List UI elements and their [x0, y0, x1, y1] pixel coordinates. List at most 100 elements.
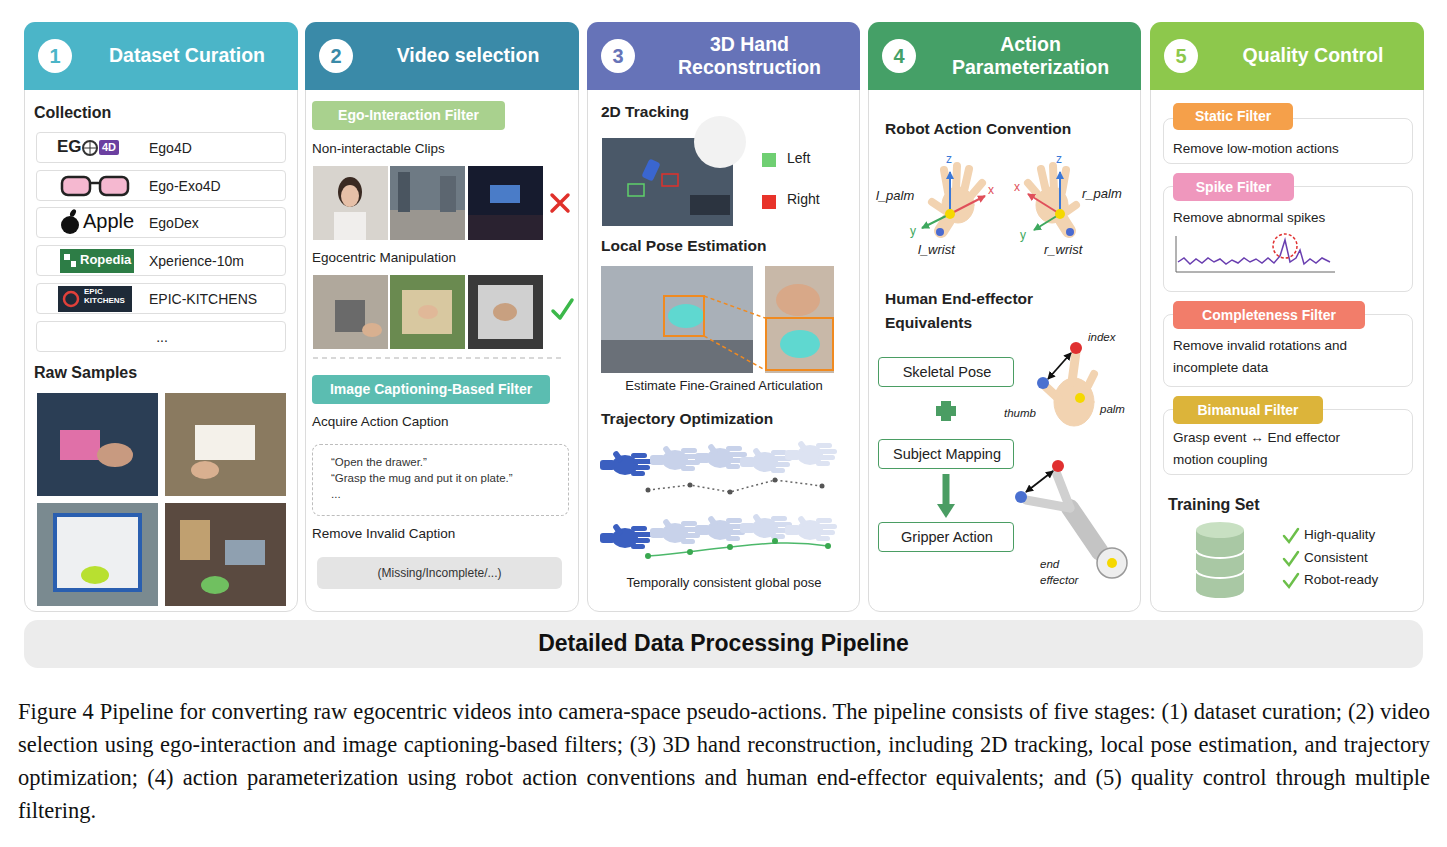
frame-label: l_palm [876, 188, 914, 204]
filter-name: Ego-Interaction Filter [312, 101, 505, 130]
axis-label: z [946, 152, 952, 166]
filter-card: Static FilterRemove low-motion actions [1163, 118, 1413, 164]
invalid-caption-box: (Missing/Incomplete/...) [317, 557, 562, 589]
frame-label: r_palm [1082, 186, 1122, 202]
arrow-shaft [943, 474, 950, 506]
filter-description: Remove invalid rotations and incomplete … [1173, 335, 1408, 379]
axis-label: y [910, 224, 916, 238]
process-box: Gripper Action [878, 522, 1014, 552]
pipeline-banner: Detailed Data Processing Pipeline [24, 620, 1423, 668]
process-label: Skeletal Pose [879, 358, 1015, 388]
section-heading: Human End-effector Equivalents [885, 287, 1060, 335]
filter-name: Static Filter [1173, 103, 1293, 130]
process-box: Skeletal Pose [878, 357, 1014, 387]
stage-header: Quality Control5 [1150, 22, 1424, 90]
filter-card: Completeness FilterRemove invalid rotati… [1163, 314, 1413, 387]
invalid-caption-text: (Missing/Incomplete/...) [317, 557, 562, 589]
axis-label: z [1056, 152, 1062, 166]
legend-swatch [762, 153, 776, 167]
filter-name: Bimanual Filter [1173, 396, 1323, 424]
flow-arrow [937, 474, 955, 518]
caption-example: “Open the drawer.” [331, 456, 563, 470]
keypoint-label: index [1088, 329, 1116, 345]
stage-header: 3D Hand Reconstruction3 [587, 22, 860, 90]
dataset-name: Xperience-10m [149, 246, 283, 277]
step-number-text: 5 [1164, 39, 1198, 73]
section-heading: Trajectory Optimization [601, 410, 841, 429]
filter-card: Spike FilterRemove abnormal spikes [1163, 186, 1413, 292]
step-number: 5 [1164, 39, 1198, 73]
filter-description: Grasp event ↔ End effector motion coupli… [1173, 427, 1373, 471]
caption-example: “Grasp the mug and put it on plate.” [331, 472, 563, 486]
logo-text: Ropedia [80, 252, 131, 268]
section-heading: Raw Samples [34, 363, 254, 382]
dataset-name: Ego-Exo4D [149, 171, 283, 202]
legend-swatch [762, 195, 776, 209]
section-heading: Collection [34, 103, 254, 122]
filter-tag: Image Captioning-Based Filter [312, 375, 550, 404]
dataset-row: EPIC-KITCHENS [36, 283, 286, 314]
keypoint-label: thumb [1004, 405, 1036, 421]
logo-text: Apple [83, 209, 134, 233]
legend-text: Right [787, 191, 820, 208]
dataset-row: Xperience-10m [36, 245, 286, 276]
caption-example: ... [331, 488, 563, 502]
frame-label: r_wrist [1044, 242, 1082, 258]
subsection-text: Remove Invalid Caption [312, 526, 572, 542]
filter-name: Image Captioning-Based Filter [312, 375, 550, 404]
keypoint-label: end effector [1040, 556, 1086, 588]
image-caption: Temporally consistent global pose [596, 575, 852, 591]
subsection-text: Acquire Action Caption [312, 414, 572, 430]
stage-panel: Robot Action ConventionHuman End-effecto… [868, 22, 1141, 612]
stage-header: Dataset Curation1 [24, 22, 298, 90]
stage-header: Video selection2 [305, 22, 579, 90]
dataset-name: Ego4D [149, 133, 283, 164]
stage-title: Action Parameterization [920, 22, 1141, 90]
dataset-name: EPIC-KITCHENS [149, 284, 283, 315]
stage-panel: Training Set Quality Control5Static Filte… [1150, 22, 1424, 612]
process-box: Subject Mapping [878, 439, 1014, 469]
image-caption: Estimate Fine-Grained Articulation [596, 378, 852, 394]
banner-text: Detailed Data Processing Pipeline [24, 620, 1423, 668]
stage-panel: CollectionRaw Samples Dataset Curation1Eg… [24, 22, 298, 612]
dataset-row: Ego-Exo4D [36, 170, 286, 201]
step-number-text: 1 [38, 39, 72, 73]
stage-title: 3D Hand Reconstruction [639, 22, 860, 90]
stage-panel: Non-interactable ClipsEgocentric Manipul… [305, 22, 579, 612]
step-number-text: 2 [319, 39, 353, 73]
legend-text: Left [787, 150, 810, 167]
step-number-text: 3 [601, 39, 635, 73]
dataset-row: EgoDex [36, 207, 286, 238]
keypoint-label: palm [1100, 401, 1125, 417]
section-heading: Robot Action Convention [885, 120, 1125, 139]
stage-title: Quality Control [1202, 22, 1424, 90]
dataset-row: ... [36, 321, 286, 352]
axis-label: x [1014, 180, 1020, 194]
step-number-text: 4 [882, 39, 916, 73]
stage-header: Action Parameterization4 [868, 22, 1141, 90]
filter-description: Remove abnormal spikes [1173, 207, 1408, 229]
step-number: 4 [882, 39, 916, 73]
section-heading: Local Pose Estimation [601, 237, 841, 256]
process-label: Subject Mapping [879, 440, 1015, 470]
stage-title: Video selection [357, 22, 579, 90]
step-number: 2 [319, 39, 353, 73]
dataset-name: ... [37, 322, 287, 353]
check-item: High-quality [1304, 527, 1375, 543]
frame-label: l_wrist [918, 242, 955, 258]
dataset-name: EgoDex [149, 208, 283, 239]
subsection-text: Egocentric Manipulation [312, 250, 572, 266]
stage-title: Dataset Curation [76, 22, 298, 90]
check-item: Robot-ready [1304, 572, 1378, 588]
section-heading: Training Set [1168, 495, 1368, 514]
filter-description: Remove low-motion actions [1173, 138, 1408, 160]
logo-text: EG [57, 137, 82, 157]
axis-label: y [1020, 228, 1026, 242]
check-item: Consistent [1304, 550, 1368, 566]
section-heading: 2D Tracking [601, 103, 841, 122]
step-number: 3 [601, 39, 635, 73]
stage-panel: 2D TrackingLocal Pose EstimationEstimate… [587, 22, 860, 612]
axis-label: x [988, 183, 994, 197]
caption-box: “Open the drawer.” “Grasp the mug and put… [312, 444, 569, 516]
